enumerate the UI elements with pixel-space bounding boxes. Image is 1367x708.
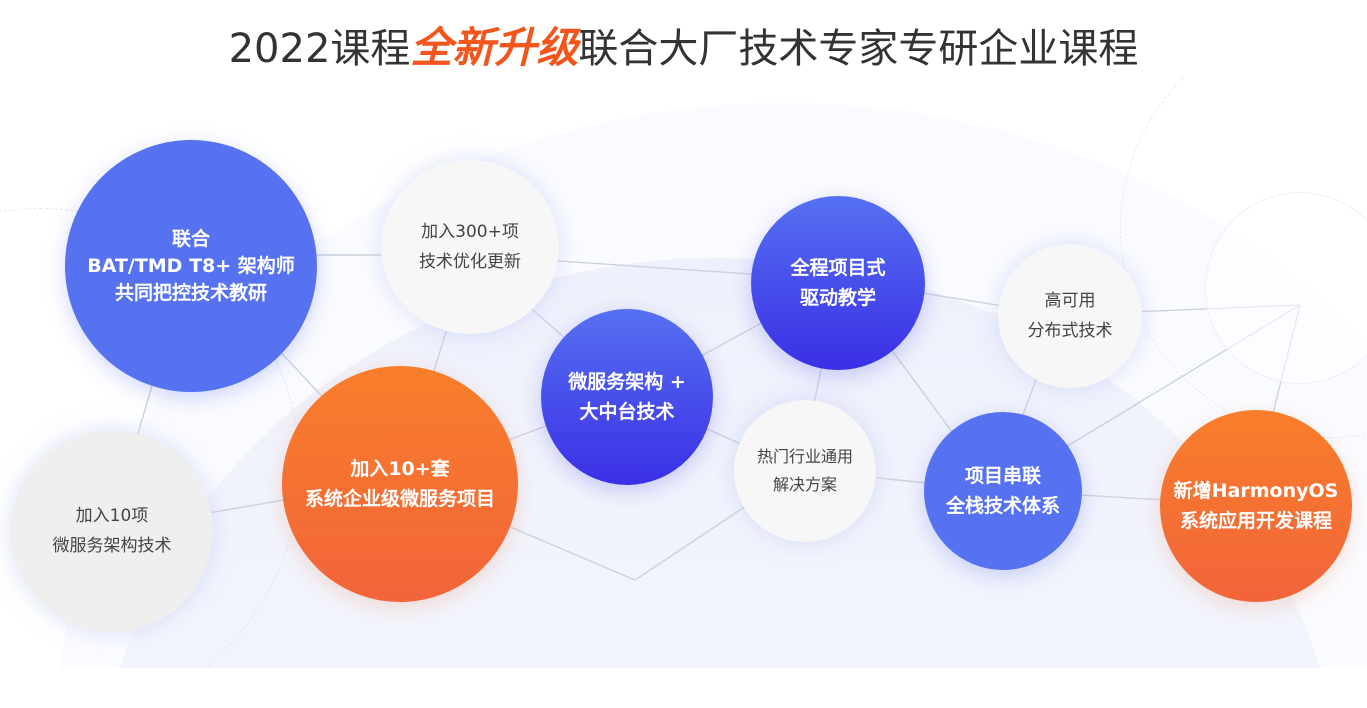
node-project-driven: 全程项目式 驱动教学: [751, 196, 925, 370]
node-text: 微服务架构 +: [568, 371, 686, 393]
node-tech-updates: 加入300+项 技术优化更新: [381, 160, 559, 334]
node-text: 项目串联: [964, 465, 1041, 487]
node-harmonyos: 新增HarmonyOS 系统应用开发课程: [1160, 410, 1352, 602]
node-fullstack: 项目串联 全栈技术体系: [924, 412, 1082, 570]
node-text: 全程项目式: [790, 257, 886, 279]
node-text: 加入300+项: [421, 222, 519, 242]
node-text: 高可用: [1044, 291, 1096, 311]
title-highlight: 全新升级: [410, 23, 579, 72]
page-title: 2022课程全新升级联合大厂技术专家专研企业课程: [0, 14, 1367, 75]
title-prefix: 2022课程: [228, 26, 411, 72]
bottom-band: [0, 668, 1367, 708]
node-text: 技术优化更新: [419, 252, 521, 272]
node-text: 联合: [171, 227, 210, 250]
node-faded: [1205, 192, 1367, 384]
node-text: 分布式技术: [1027, 321, 1113, 341]
node-text: 大中台技术: [579, 401, 675, 423]
node-text: 共同把控技术教研: [114, 281, 267, 304]
node-microservice-tech: 加入10项 微服务架构技术: [11, 430, 213, 632]
node-text: 解决方案: [772, 475, 837, 494]
node-high-availability: 高可用 分布式技术: [998, 244, 1142, 388]
title-suffix: 联合大厂技术专家专研企业课程: [578, 26, 1139, 72]
node-microservice-midplatform: 微服务架构 + 大中台技术: [541, 309, 713, 485]
node-text: 驱动教学: [799, 287, 876, 309]
node-industry-solutions: 热门行业通用 解决方案: [734, 400, 876, 542]
node-text: 加入10+套: [350, 458, 450, 480]
node-bat-tmd: 联合 BAT/TMD T8+ 架构师 共同把控技术教研: [65, 140, 317, 392]
node-text: 微服务架构技术: [52, 536, 172, 556]
node-enterprise-projects: 加入10+套 系统企业级微服务项目: [282, 366, 518, 602]
node-text: 系统企业级微服务项目: [304, 488, 495, 510]
node-text: BAT/TMD T8+ 架构师: [87, 254, 295, 277]
node-text: 系统应用开发课程: [1179, 510, 1332, 532]
node-text: 全栈技术体系: [945, 495, 1060, 517]
node-text: 热门行业通用: [756, 447, 853, 466]
node-text: 新增HarmonyOS: [1173, 480, 1339, 502]
node-text: 加入10项: [75, 506, 149, 526]
